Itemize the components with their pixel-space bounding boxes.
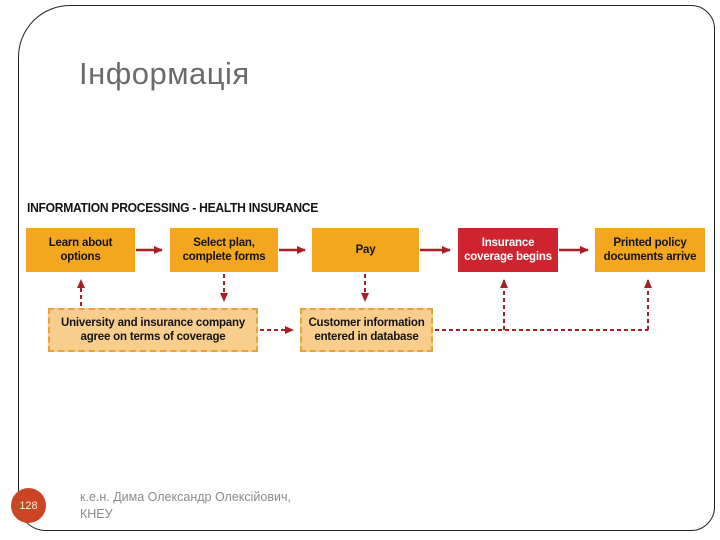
process-step-select-plan: Select plan, complete forms: [170, 228, 278, 272]
slide-title: Інформація: [79, 56, 250, 91]
diagram-heading: INFORMATION PROCESSING - HEALTH INSURANC…: [27, 200, 319, 215]
slide-border: [18, 5, 715, 531]
support-step-customer-database: Customer information entered in database: [300, 308, 433, 352]
support-step-university-agreement: University and insurance company agree o…: [48, 308, 258, 352]
footer-credit: к.е.н. Дима Олександр Олексійович, КНЕУ: [80, 489, 291, 523]
process-step-insurance-coverage-begins: Insurance coverage begins: [458, 228, 558, 272]
page-number-badge: 128: [11, 488, 46, 523]
footer-credit-line1: к.е.н. Дима Олександр Олексійович,: [80, 490, 291, 504]
process-step-pay: Pay: [312, 228, 419, 272]
footer-credit-line2: КНЕУ: [80, 507, 113, 521]
process-step-learn-about-options: Learn about options: [26, 228, 135, 272]
process-step-printed-policy: Printed policy documents arrive: [595, 228, 705, 272]
